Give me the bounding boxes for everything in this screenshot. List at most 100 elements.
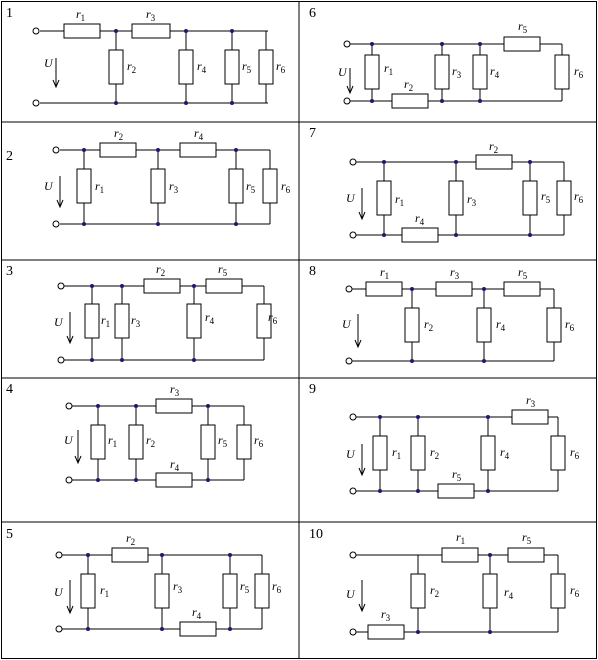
circuit-9 — [349, 409, 566, 499]
label-r4: r4 — [192, 605, 202, 621]
node — [114, 101, 118, 105]
node — [416, 630, 420, 634]
resistor-r1 — [90, 424, 106, 460]
resistor-r1 — [376, 180, 392, 216]
terminal — [65, 476, 73, 484]
resistor-r6 — [554, 54, 570, 90]
resistor-r2 — [404, 307, 420, 343]
node — [206, 478, 210, 482]
resistor-r5 — [200, 424, 216, 460]
node — [370, 42, 374, 46]
label-r5: r5 — [218, 433, 228, 449]
label-r6: r6 — [565, 317, 575, 333]
terminal — [349, 551, 357, 559]
label-r5: r5 — [242, 59, 252, 75]
resistor-r2 — [391, 93, 429, 109]
resistor-r6 — [262, 168, 278, 204]
label-r1: r1 — [384, 61, 393, 77]
node — [488, 630, 492, 634]
node — [134, 478, 138, 482]
label-r4: r4 — [194, 126, 204, 142]
resistor-r6 — [556, 180, 572, 216]
terminal — [52, 146, 60, 154]
resistor-r6 — [236, 424, 252, 460]
label-r3: r3 — [526, 393, 536, 409]
resistor-r3 — [367, 624, 405, 640]
resistor-r1 — [84, 303, 100, 339]
variant-number: 6 — [309, 6, 316, 21]
node — [486, 415, 490, 419]
label-r2: r2 — [114, 126, 123, 142]
node — [482, 359, 486, 363]
resistor-r3 — [448, 180, 464, 216]
variant-numbers: 1 2 3 4 5 6 7 8 9 10 — [6, 6, 323, 542]
label-r4: r4 — [205, 310, 215, 326]
resistor-r3 — [114, 303, 130, 339]
node — [528, 233, 532, 237]
node — [488, 553, 492, 557]
label-r4: r4 — [496, 317, 506, 333]
node — [410, 359, 414, 363]
label-r5: r5 — [518, 265, 528, 281]
circuit-6-nodes — [370, 42, 482, 103]
label-r2: r2 — [489, 139, 498, 155]
variant-number: 8 — [309, 264, 316, 279]
node — [370, 99, 374, 103]
node — [114, 29, 118, 33]
label-r5: r5 — [522, 530, 532, 546]
node — [86, 627, 90, 631]
label-U: U — [338, 65, 348, 79]
resistor-r4 — [476, 307, 492, 343]
label-r3: r3 — [146, 7, 156, 23]
node — [378, 489, 382, 493]
resistor-r3 — [154, 573, 170, 609]
terminal — [55, 625, 63, 633]
circuit-1-labels: r1 r3 r2 r4 r5 r6 U — [44, 7, 286, 75]
resistor-r6 — [550, 435, 566, 471]
node — [156, 222, 160, 226]
terminal — [52, 220, 60, 228]
circuit-7-nodes — [382, 160, 532, 237]
label-r3: r3 — [381, 607, 391, 623]
label-r3: r3 — [169, 179, 179, 195]
node — [528, 160, 532, 164]
node — [228, 627, 232, 631]
circuit-9-labels: r3 r1 r2 r4 r6 r5 U — [346, 393, 580, 483]
label-r5: r5 — [452, 467, 462, 483]
node — [416, 415, 420, 419]
resistor-r3 — [511, 409, 549, 425]
node — [160, 553, 164, 557]
resistor-r5 — [437, 483, 475, 499]
label-U: U — [346, 587, 356, 601]
node — [230, 29, 234, 33]
label-r2: r2 — [430, 583, 439, 599]
resistor-r2 — [111, 547, 149, 563]
node — [410, 287, 414, 291]
label-r3: r3 — [170, 382, 180, 398]
label-r1: r1 — [380, 265, 389, 281]
resistor-r1 — [63, 23, 101, 39]
node — [440, 42, 444, 46]
label-r2: r2 — [156, 262, 165, 278]
resistor-r3 — [131, 23, 171, 39]
resistor-r2 — [410, 435, 426, 471]
variant-number: 5 — [6, 527, 13, 542]
circuit-4-labels: r3 r1 r2 r5 r6 r4 U — [64, 382, 264, 473]
label-r1: r1 — [456, 530, 465, 546]
node — [90, 284, 94, 288]
node — [230, 101, 234, 105]
terminal — [57, 356, 65, 364]
node — [454, 233, 458, 237]
label-U: U — [44, 179, 54, 193]
resistor-r5 — [503, 36, 541, 52]
node — [228, 553, 232, 557]
label-r4: r4 — [490, 64, 500, 80]
label-r3: r3 — [450, 265, 460, 281]
node — [184, 101, 188, 105]
label-r3: r3 — [131, 313, 141, 329]
resistor-r6 — [546, 307, 562, 343]
resistor-r2 — [108, 49, 124, 85]
resistor-r3 — [434, 54, 450, 90]
label-r1: r1 — [100, 583, 109, 599]
resistor-r1 — [441, 547, 479, 563]
